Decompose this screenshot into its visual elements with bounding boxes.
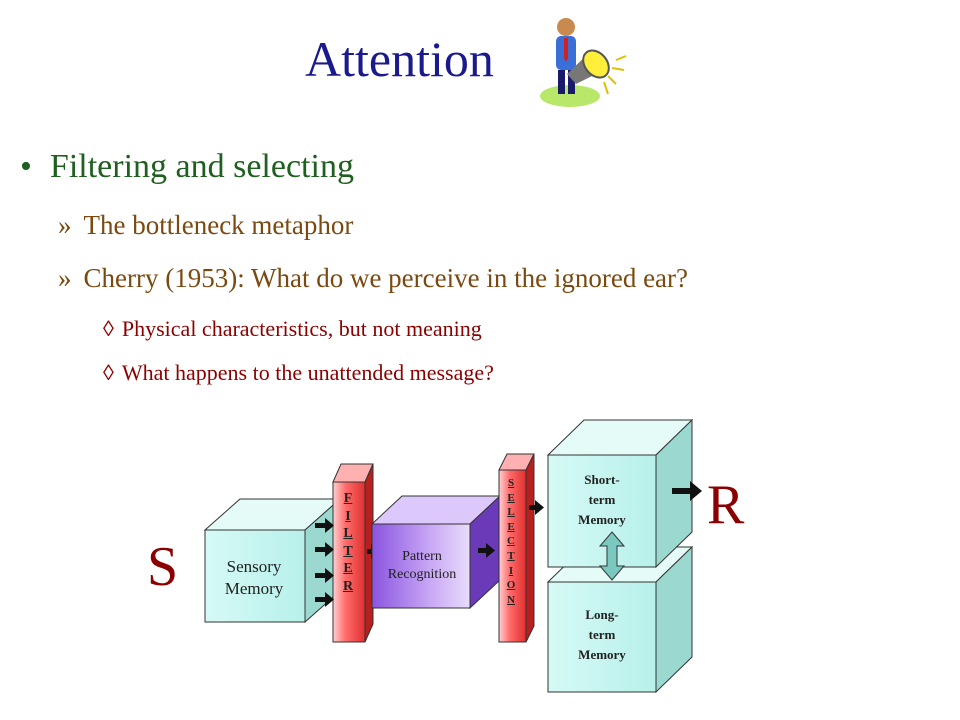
- arrow-icon: [315, 542, 334, 557]
- arrow-icon: [478, 543, 495, 558]
- filter-letter: L: [343, 526, 353, 541]
- selection-letter: L: [507, 506, 515, 519]
- bullet-marker: •: [20, 148, 32, 185]
- sensory-memory-box: [203, 497, 342, 624]
- selection-letter: I: [508, 564, 514, 577]
- diamond-icon: ◊: [103, 360, 114, 385]
- subsub-bullet-unattended: ◊ What happens to the unattended message?: [103, 360, 494, 386]
- filter-letter: R: [342, 578, 354, 594]
- label-line: Memory: [224, 579, 284, 598]
- selection-letter: T: [507, 549, 515, 562]
- spotlight-person-icon: [540, 18, 627, 107]
- filter-letter: T: [343, 543, 353, 559]
- selection-letter: E: [507, 491, 515, 504]
- bullet-filtering: • Filtering and selecting: [20, 148, 354, 186]
- filter-bar: [332, 463, 374, 643]
- subsub-bullet-physical: ◊ Physical characteristics, but not meani…: [103, 316, 482, 342]
- filter-label: F I L T E R: [333, 490, 363, 595]
- selection-letter: C: [507, 535, 515, 548]
- sub-bullet-text: The bottleneck metaphor: [83, 210, 354, 240]
- subsub-bullet-text: What happens to the unattended message?: [121, 360, 494, 385]
- arrow-icon: [315, 568, 334, 583]
- sub-bullet-marker: »: [58, 263, 72, 293]
- filter-letter: E: [343, 561, 353, 576]
- long-term-memory-label: Long- term Memory: [548, 605, 656, 665]
- sub-bullet-cherry: » Cherry (1953): What do we perceive in t…: [58, 263, 688, 294]
- sensory-memory-label: Sensory Memory: [205, 556, 303, 600]
- selection-letter: E: [507, 520, 515, 533]
- short-term-memory-label: Short- term Memory: [548, 470, 656, 530]
- diamond-icon: ◊: [103, 316, 114, 341]
- filter-letter: I: [345, 508, 351, 524]
- response-label: R: [707, 474, 745, 536]
- label-line: term: [588, 627, 616, 642]
- selection-bar: [498, 453, 535, 643]
- arrow-icon: [315, 592, 334, 607]
- bullet-text: Filtering and selecting: [49, 148, 354, 185]
- selection-label: S E L E C T I O N: [499, 476, 523, 607]
- arrow-icon: [315, 518, 334, 533]
- double-arrow-icon: [598, 531, 626, 581]
- label-line: Short-: [584, 472, 620, 487]
- label-line: Memory: [578, 512, 626, 527]
- label-line: Pattern: [402, 549, 442, 564]
- sub-bullet-text: Cherry (1953): What do we perceive in th…: [83, 263, 689, 293]
- filter-letter: F: [343, 491, 353, 506]
- pattern-recognition-box: [370, 494, 502, 610]
- sub-bullet-bottleneck: » The bottleneck metaphor: [58, 210, 353, 241]
- slide-title: Attention: [305, 31, 494, 87]
- label-line: Memory: [578, 647, 626, 662]
- label-line: Recognition: [387, 567, 457, 582]
- subsub-bullet-text: Physical characteristics, but not meanin…: [121, 316, 482, 341]
- selection-letter: S: [507, 477, 515, 489]
- label-line: Long-: [585, 607, 619, 622]
- selection-letter: N: [507, 593, 515, 606]
- selection-letter: O: [506, 579, 516, 592]
- sub-bullet-marker: »: [58, 210, 72, 240]
- pattern-recognition-label: Pattern Recognition: [372, 548, 472, 584]
- sensory-to-filter-arrows: [315, 518, 334, 607]
- arrow-icon: [529, 500, 544, 515]
- arrow-icon: [672, 481, 702, 501]
- label-line: term: [588, 492, 616, 507]
- label-line: Sensory: [226, 557, 282, 576]
- stimulus-label: S: [147, 536, 179, 598]
